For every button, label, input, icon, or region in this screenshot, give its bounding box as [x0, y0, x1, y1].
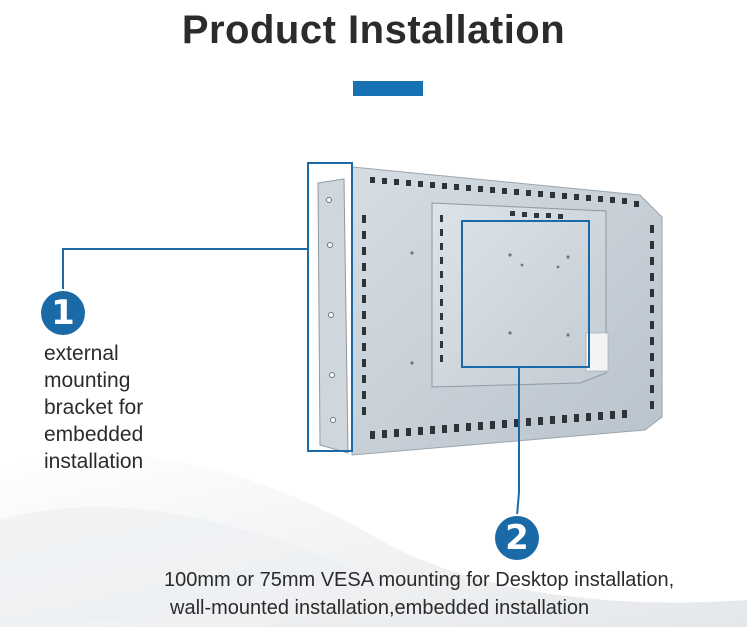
callout-1-line: bracket for — [44, 396, 144, 419]
callout-1-line: external — [44, 342, 119, 365]
callout-number-1-badge: 1 — [41, 291, 85, 335]
callout-1-line: installation — [44, 450, 144, 473]
page-title: Product Installation — [181, 8, 566, 52]
callout-1-line: mounting — [44, 369, 131, 392]
callout-2-line: 100mm or 75mm VESA mounting for Desktop … — [164, 569, 675, 591]
callout-2-line: wall-mounted installation,embedded insta… — [170, 597, 590, 619]
callout-number-2-badge: 2 — [495, 516, 539, 560]
callout-2-text: 100mm or 75mm VESA mounting for Desktop … — [150, 566, 730, 622]
callout-1-text: external mounting bracket for embedded i… — [44, 340, 194, 475]
monitor-rear-view-image — [307, 162, 663, 456]
title-underline-bar — [353, 81, 423, 96]
callout-1-line: embedded — [44, 423, 144, 446]
